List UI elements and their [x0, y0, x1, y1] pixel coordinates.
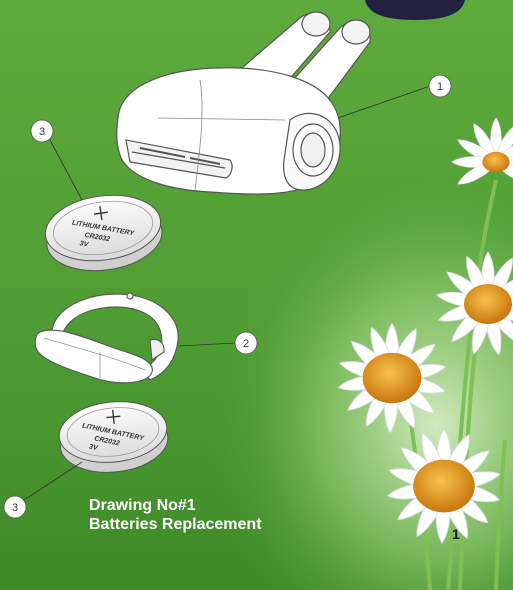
callout-number-3-top: 3 — [39, 126, 45, 138]
callout-number-1: 1 — [437, 81, 443, 93]
page-number: 1 — [452, 526, 460, 542]
callout-number-3-bottom: 3 — [12, 502, 18, 514]
caption-subtitle: Batteries Replacement — [89, 515, 262, 534]
callout-number-2: 2 — [243, 338, 249, 350]
drawing-caption: Drawing No#1 Batteries Replacement — [89, 496, 262, 534]
caption-title: Drawing No#1 — [89, 496, 262, 515]
